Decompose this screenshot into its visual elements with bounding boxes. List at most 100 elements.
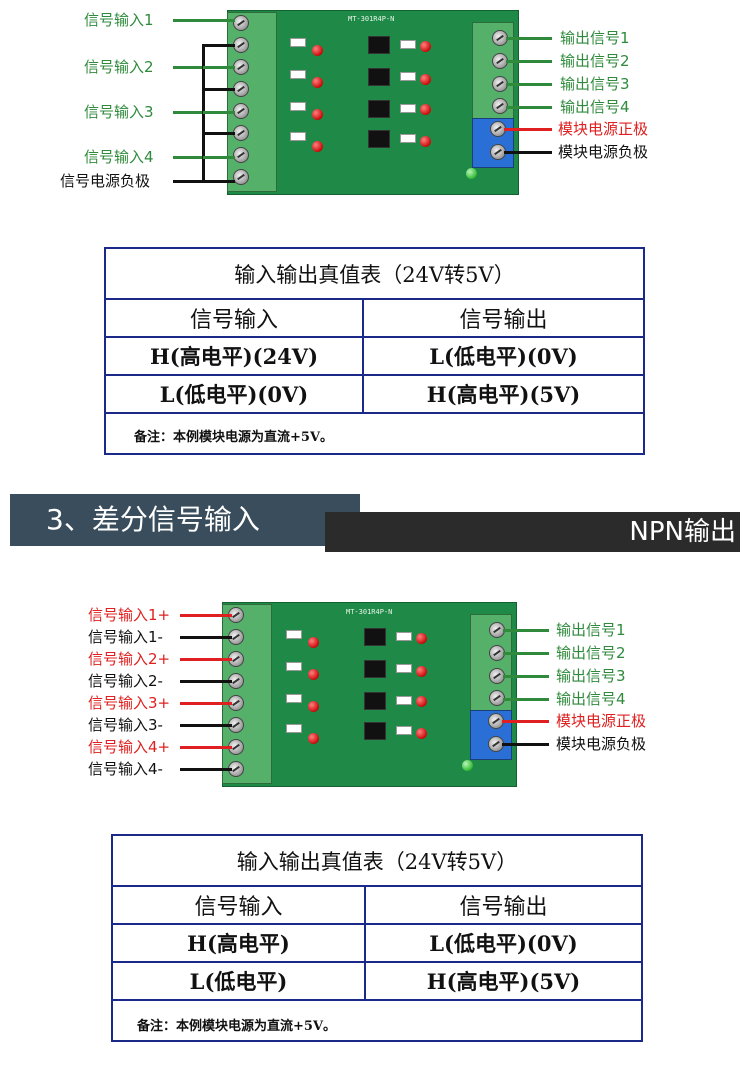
- column-header-input: 信号输入: [106, 300, 364, 336]
- power-positive-label: 模块电源正极: [556, 712, 647, 730]
- screw-icon: [233, 147, 249, 163]
- led-indicator: [420, 74, 431, 85]
- smd-resistor: [290, 102, 306, 111]
- input-label-4-positive: 信号输入4+: [88, 738, 171, 756]
- output-label-2: 输出信号2: [556, 644, 626, 662]
- wire-power-positive: [504, 128, 552, 131]
- input-label-4-negative: 信号输入4-: [88, 760, 163, 778]
- table-cell-input: H(高电平): [113, 925, 366, 961]
- input-label-4: 信号输入4: [84, 148, 154, 166]
- optocoupler-chip: [368, 100, 390, 118]
- wire-input-4-negative: [180, 768, 232, 771]
- wire-output-4: [503, 698, 549, 701]
- led-indicator: [312, 77, 323, 88]
- wire-input-3-positive: [180, 702, 232, 705]
- wire-input-4-positive: [180, 746, 232, 749]
- led-indicator: [312, 109, 323, 120]
- smd-resistor: [286, 630, 302, 639]
- smd-resistor: [400, 40, 416, 49]
- truth-table-2: 输入输出真值表（24V转5V） 信号输入 信号输出 H(高电平) L(低电平)(…: [111, 834, 643, 1042]
- power-negative-label: 模块电源负极: [556, 735, 647, 753]
- led-indicator: [420, 104, 431, 115]
- output-type-label: NPN输出: [629, 517, 736, 547]
- smd-resistor: [290, 38, 306, 47]
- screw-icon: [233, 15, 249, 31]
- smd-resistor: [396, 664, 412, 673]
- board-label-2: MT-301R4P-N: [346, 608, 393, 616]
- smd-resistor: [396, 632, 412, 641]
- output-label-3: 输出信号3: [560, 75, 630, 93]
- wire-input-1: [173, 19, 235, 22]
- table-note: 备注：本例模块电源为直流+5V。: [137, 1019, 337, 1034]
- input-label-1-positive: 信号输入1+: [88, 606, 171, 624]
- optocoupler-chip: [364, 660, 386, 678]
- led-indicator: [312, 45, 323, 56]
- wire-input-1-link: [203, 66, 235, 69]
- screw-icon: [233, 59, 249, 75]
- column-header-output: 信号输出: [459, 308, 548, 333]
- wire-input-3-negative: [180, 724, 232, 727]
- section-header-right-bar: [325, 512, 740, 552]
- input-label-3-negative: 信号输入3-: [88, 716, 163, 734]
- wire-output-1: [503, 629, 549, 632]
- screw-icon: [233, 169, 249, 185]
- table-note: 备注：本例模块电源为直流+5V。: [134, 430, 334, 445]
- wire-common-branch: [202, 88, 235, 91]
- optocoupler-chip: [368, 36, 390, 54]
- wire-input-3: [173, 111, 203, 114]
- smd-resistor: [286, 662, 302, 671]
- truth-table-title: 输入输出真值表（24V转5V）: [236, 849, 518, 874]
- table-cell-output: H(高电平)(5V): [426, 969, 581, 994]
- optocoupler-chip: [368, 130, 390, 148]
- wire-power-negative: [502, 743, 549, 746]
- truth-table-1: 输入输出真值表（24V转5V） 信号输入 信号输出 H(高电平)(24V) L(…: [104, 247, 645, 455]
- column-header-input: 信号输入: [113, 887, 366, 923]
- wire-common-branch: [202, 132, 235, 135]
- led-indicator: [416, 728, 427, 739]
- led-indicator: [416, 633, 427, 644]
- smd-resistor: [400, 134, 416, 143]
- power-led-icon: [462, 760, 473, 771]
- wire-input-4-link: [203, 156, 235, 159]
- wire-output-4: [506, 106, 552, 109]
- wire-output-2: [503, 652, 549, 655]
- column-header-output: 信号输出: [459, 895, 548, 920]
- wire-input-1-positive: [180, 614, 232, 617]
- input-label-2-positive: 信号输入2+: [88, 650, 171, 668]
- led-indicator: [308, 669, 319, 680]
- wire-common-branch: [202, 44, 235, 47]
- led-indicator: [416, 666, 427, 677]
- table-cell-output: L(低电平)(0V): [429, 344, 578, 369]
- led-indicator: [416, 696, 427, 707]
- table-cell-output: H(高电平)(5V): [426, 382, 581, 407]
- wire-input-2-negative: [180, 680, 232, 683]
- smd-resistor: [286, 694, 302, 703]
- led-indicator: [308, 733, 319, 744]
- led-indicator: [308, 701, 319, 712]
- wire-power-positive: [502, 720, 549, 723]
- optocoupler-chip: [364, 692, 386, 710]
- output-label-4: 输出信号4: [560, 98, 630, 116]
- wire-output-3: [506, 83, 552, 86]
- power-positive-label: 模块电源正极: [558, 120, 649, 138]
- truth-table-title: 输入输出真值表（24V转5V）: [234, 262, 515, 287]
- optocoupler-chip: [368, 68, 390, 86]
- input-label-3-positive: 信号输入3+: [88, 694, 171, 712]
- wire-input-2: [173, 66, 203, 69]
- wire-output-2: [506, 60, 552, 63]
- table-cell-output: L(低电平)(0V): [429, 931, 578, 956]
- led-indicator: [312, 141, 323, 152]
- smd-resistor: [290, 70, 306, 79]
- power-negative-label: 模块电源负极: [558, 143, 649, 161]
- output-label-4: 输出信号4: [556, 690, 626, 708]
- wire-input-4: [173, 156, 203, 159]
- output-label-2: 输出信号2: [560, 52, 630, 70]
- output-label-1: 输出信号1: [556, 621, 626, 639]
- led-indicator: [420, 136, 431, 147]
- smd-resistor: [400, 72, 416, 81]
- board-label-1: MT-301R4P-N: [348, 15, 395, 23]
- smd-resistor: [396, 726, 412, 735]
- screw-icon: [233, 103, 249, 119]
- table-cell-input: H(高电平)(24V): [106, 338, 364, 374]
- signal-negative-label: 信号电源负极: [60, 172, 151, 190]
